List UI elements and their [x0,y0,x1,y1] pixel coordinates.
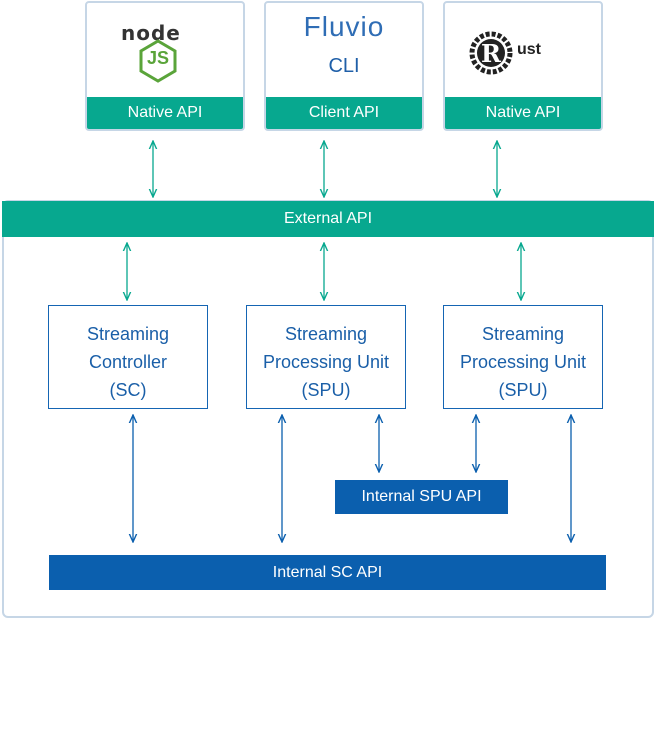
client-fluvio-cli: Fluvio CLI Client API [264,1,424,131]
js-hexagon-icon: JS [139,39,177,83]
spu-box-1: Streaming Processing Unit (SPU) [246,305,406,409]
external-api-bar: External API [2,201,654,237]
node-line1: Streaming [481,324,565,344]
internal-spu-api-bar: Internal SPU API [335,480,508,514]
js-label: JS [146,48,170,68]
internal-sc-api-bar: Internal SC API [49,555,606,590]
cli-label: CLI [328,55,360,77]
client-rust: R ust Native API [443,1,603,131]
streaming-controller-box: Streaming Controller (SC) [48,305,208,409]
client-api-label: Native API [445,97,601,129]
node-line3: (SPU) [498,380,548,400]
fluvio-logo: Fluvio [303,11,385,42]
rust-gear-icon: R [469,31,513,75]
spu-box-2: Streaming Processing Unit (SPU) [443,305,603,409]
client-api-label: Native API [87,97,243,129]
node-line1: Streaming [284,324,368,344]
node-line3: (SPU) [301,380,351,400]
node-wordmark: node [121,21,181,45]
client-api-label: Client API [266,97,422,129]
client-nodejs: node JS Native API [85,1,245,131]
node-line2: Processing Unit [459,352,587,372]
nodejs-logo: node JS [87,15,243,85]
node-line2: Processing Unit [262,352,390,372]
node-line2: Controller [88,352,168,372]
rust-r-letter: R [481,39,501,68]
rust-wordmark: ust [517,41,541,58]
node-line1: Streaming [86,324,170,344]
rust-logo: R ust [469,31,579,75]
node-line3: (SC) [109,380,147,400]
